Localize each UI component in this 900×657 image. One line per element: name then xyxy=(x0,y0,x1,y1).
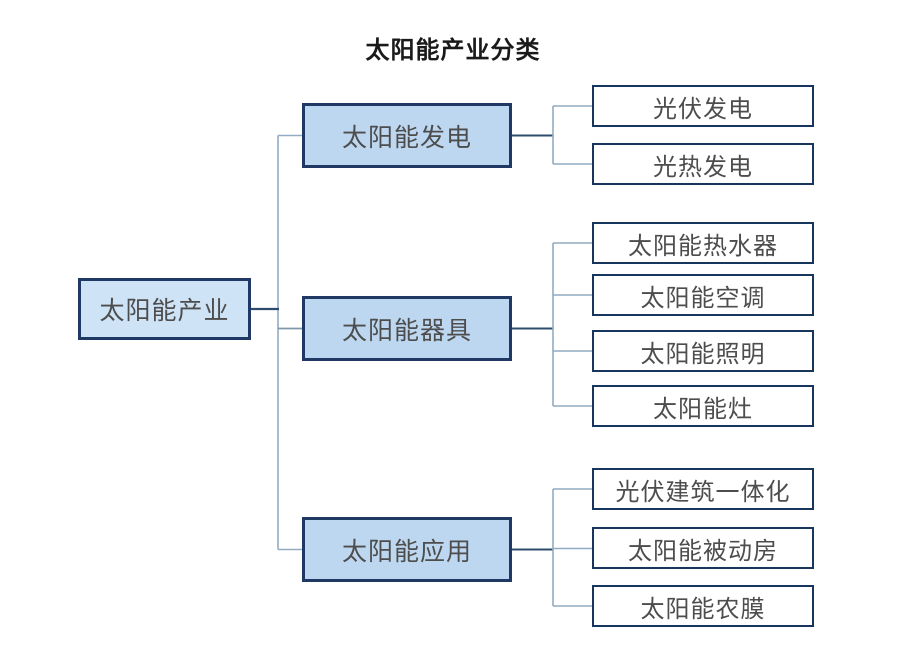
leaf-node-photovoltaic-power: 光伏发电 xyxy=(592,85,814,127)
leaf-node-building-integrated-pv: 光伏建筑一体化 xyxy=(592,468,814,510)
leaf-node-solar-passive-house: 太阳能被动房 xyxy=(592,527,814,569)
leaf-node-solar-lighting: 太阳能照明 xyxy=(592,330,814,372)
branch-node-solar-appliances: 太阳能器具 xyxy=(302,296,512,361)
leaf-node-solar-cooker: 太阳能灶 xyxy=(592,385,814,427)
leaf-node-solar-thermal-power: 光热发电 xyxy=(592,143,814,185)
branch-node-solar-power-generation: 太阳能发电 xyxy=(302,103,512,168)
leaf-node-solar-air-conditioner: 太阳能空调 xyxy=(592,274,814,316)
branch-node-solar-applications: 太阳能应用 xyxy=(302,517,512,582)
root-node-solar-industry: 太阳能产业 xyxy=(78,278,251,340)
leaf-node-solar-water-heater: 太阳能热水器 xyxy=(592,222,814,264)
diagram-title: 太阳能产业分类 xyxy=(365,37,541,64)
leaf-node-solar-agricultural-film: 太阳能农膜 xyxy=(592,585,814,627)
